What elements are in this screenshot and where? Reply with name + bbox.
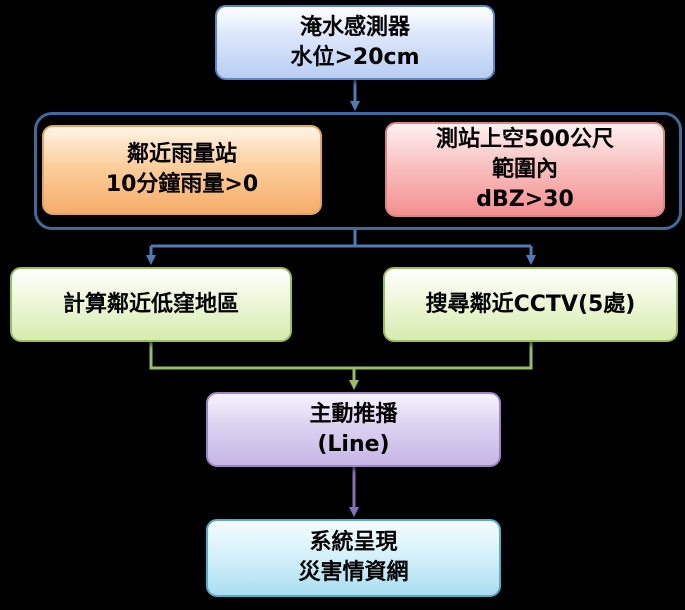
condition-group-frame xyxy=(34,112,682,230)
node-push-notification-line-2: (Line) xyxy=(317,431,390,457)
node-system-display-line-2: 災害情資網 xyxy=(298,560,409,585)
node-flood-sensor: 淹水感測器 水位>20cm xyxy=(215,5,495,80)
node-lowland-calc-line-1: 計算鄰近低窪地區 xyxy=(62,291,239,317)
node-radar-dbz-line-1: 測站上空500公尺 xyxy=(436,126,614,152)
node-cctv-search: 搜尋鄰近CCTV(5處) xyxy=(383,267,678,342)
node-radar-dbz-line-2: 範圍內 xyxy=(491,156,558,182)
node-system-display-line-1: 系統呈現 xyxy=(309,530,398,555)
node-rain-gauge: 鄰近雨量站 10分鐘雨量>0 xyxy=(42,125,322,215)
node-flood-sensor-line-1: 淹水感測器 xyxy=(299,14,410,40)
node-cctv-search-line-1: 搜尋鄰近CCTV(5處) xyxy=(425,291,636,317)
node-radar-dbz-line-3: dBZ>30 xyxy=(476,186,574,212)
node-push-notification-line-1: 主動推播 xyxy=(309,401,398,427)
node-radar-dbz: 測站上空500公尺 範圍內 dBZ>30 xyxy=(385,122,665,217)
node-flood-sensor-line-2: 水位>20cm xyxy=(290,44,420,70)
node-rain-gauge-line-2: 10分鐘雨量>0 xyxy=(105,172,259,197)
node-push-notification: 主動推播 (Line) xyxy=(206,392,501,467)
node-lowland-calc: 計算鄰近低窪地區 xyxy=(10,267,292,342)
connector-merge xyxy=(149,342,533,370)
node-rain-gauge-line-1: 鄰近雨量站 xyxy=(126,142,237,167)
node-system-display: 系統呈現 災害情資網 xyxy=(206,519,501,597)
